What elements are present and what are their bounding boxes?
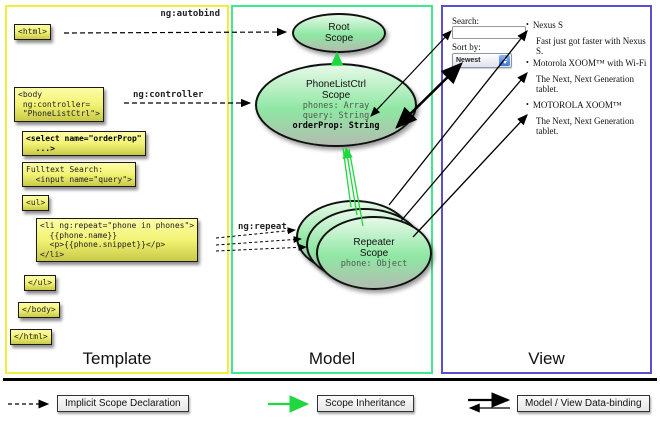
ng-controller-label: ng:controller <box>133 90 204 100</box>
sort-by-label: Sort by: <box>452 42 481 52</box>
phone-item-title: MOTOROLA XOOM™ <box>532 100 622 110</box>
bullet-icon: • <box>526 20 529 29</box>
root-scope-title: Root Scope <box>324 22 354 44</box>
scope-prop-phones: phones: Array <box>302 101 370 111</box>
legend-implicit-scope: Implicit Scope Declaration <box>57 395 189 412</box>
search-label: Search: <box>452 16 479 26</box>
code-html-open: <html> <box>14 24 51 40</box>
view-column-label: View <box>528 349 565 368</box>
phone-item-desc: Fast just got faster with Nexus S. <box>536 36 646 56</box>
ng-repeat-label: ng:repeat <box>238 222 287 232</box>
root-scope-ellipse: Root Scope <box>292 13 386 53</box>
scope-prop-orderprop: orderProp: String <box>292 121 380 131</box>
code-ul-close: </ul> <box>24 275 57 291</box>
code-select: <select name="orderProp" ...> <box>22 131 146 156</box>
code-li-repeat: <li ng:repeat="phone in phones"> {{phone… <box>36 218 199 262</box>
phone-list-item: • Motorola XOOM™ with Wi-Fi The Next, Ne… <box>526 58 648 94</box>
sort-dropdown-value: Newest <box>456 57 481 64</box>
bullet-icon: • <box>526 100 529 109</box>
model-column: Model <box>231 5 433 374</box>
template-column: Template <box>5 5 229 374</box>
sort-dropdown[interactable]: Newest <box>452 53 512 68</box>
dropdown-stepper-icon <box>499 55 510 66</box>
ng-autobind-label: ng:autobind <box>160 9 220 19</box>
legend-scope-inheritance: Scope Inheritance <box>317 395 414 412</box>
phonelistctrl-scope-ellipse: PhoneListCtrl Scope phones: Array query:… <box>255 63 417 147</box>
scope-prop-phone: phone: Object <box>340 259 408 269</box>
phone-list-item: • MOTOROLA XOOM™ The Next, Next Generati… <box>526 100 648 136</box>
bullet-icon: • <box>526 58 529 67</box>
phone-item-title: Nexus S <box>532 20 564 30</box>
phonelistctrl-scope-title: PhoneListCtrl Scope <box>305 79 367 101</box>
repeater-scope-title: Repeater Scope <box>353 237 395 259</box>
search-input[interactable] <box>452 26 526 39</box>
template-column-label: Template <box>82 349 152 368</box>
model-column-label: Model <box>308 349 356 368</box>
phone-item-desc: The Next, Next Generation tablet. <box>536 74 634 94</box>
code-fulltext-search: Fulltext Search: <input name="query"> <box>22 162 136 187</box>
legend-separator <box>3 378 657 381</box>
legend-model-view-binding: Model / View Data-binding <box>517 395 650 412</box>
code-body-open: <body ng:controller= "PhoneListCtrl"> <box>14 87 104 122</box>
code-ul-open: <ul> <box>22 195 50 211</box>
phone-list-item: • Nexus S Fast just got faster with Nexu… <box>526 20 648 56</box>
phone-item-title: Motorola XOOM™ with Wi-Fi <box>532 58 647 68</box>
phone-item-desc: The Next, Next Generation tablet. <box>536 116 634 136</box>
repeater-scope-front: Repeater Scope phone: Object <box>316 216 432 290</box>
code-html-close: </html> <box>10 329 52 345</box>
code-body-close: </body> <box>18 302 60 318</box>
scope-prop-query: query: String <box>302 111 370 121</box>
